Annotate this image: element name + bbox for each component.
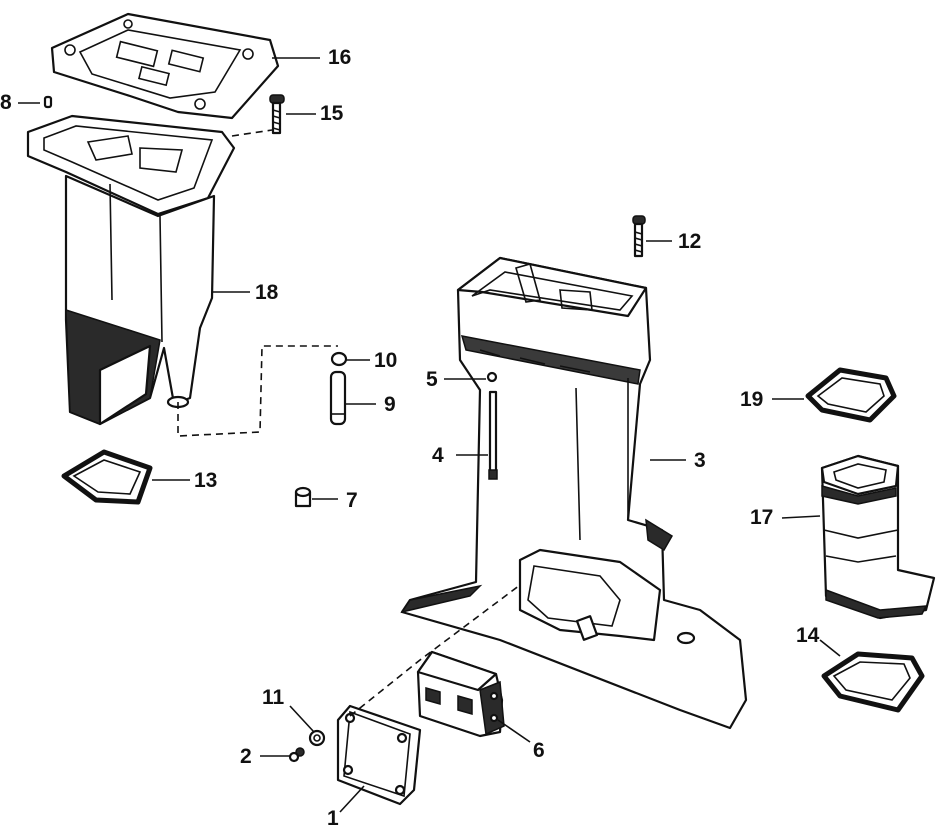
callout-labels: 16 15 8 18 10 9 7 13 12 5 4 3 19 17 14 1… bbox=[0, 46, 820, 825]
part-5-nut bbox=[486, 371, 498, 383]
part-2-screw bbox=[288, 747, 305, 763]
part-10-cap bbox=[330, 351, 348, 367]
callout-6: 6 bbox=[533, 739, 545, 762]
part-7-plug bbox=[294, 486, 312, 508]
callout-18: 18 bbox=[255, 281, 279, 304]
callout-3: 3 bbox=[694, 449, 706, 472]
callout-4: 4 bbox=[432, 444, 444, 467]
callout-13: 13 bbox=[194, 469, 217, 492]
part-4-stud bbox=[488, 390, 498, 480]
callout-16: 16 bbox=[328, 46, 351, 69]
part-19-gasket bbox=[805, 367, 897, 423]
part-12-bolt bbox=[632, 215, 646, 258]
callout-2: 2 bbox=[240, 745, 252, 768]
callout-1: 1 bbox=[327, 807, 339, 825]
part-15-bolt bbox=[269, 94, 285, 135]
callout-17: 17 bbox=[750, 506, 773, 529]
callout-9: 9 bbox=[384, 393, 396, 416]
part-11-washer bbox=[308, 729, 326, 747]
part-18-exhaust-housing bbox=[26, 114, 236, 426]
callout-8: 8 bbox=[0, 91, 12, 114]
part-9-tube bbox=[329, 370, 347, 426]
leader-lines bbox=[18, 57, 841, 813]
part-14-gasket bbox=[821, 651, 925, 713]
callout-5: 5 bbox=[426, 368, 438, 391]
part-6-bracket bbox=[416, 650, 505, 738]
callout-12: 12 bbox=[678, 230, 701, 253]
part-13-gasket bbox=[61, 449, 153, 505]
callout-10: 10 bbox=[374, 349, 397, 372]
part-8-pin bbox=[43, 95, 53, 109]
part-16-gasket bbox=[50, 12, 280, 120]
callout-7: 7 bbox=[346, 489, 358, 512]
part-1-cover bbox=[336, 704, 422, 806]
alignment-lines bbox=[177, 129, 521, 717]
callout-14: 14 bbox=[796, 624, 820, 647]
callout-11: 11 bbox=[262, 686, 285, 709]
callout-19: 19 bbox=[740, 388, 763, 411]
part-3-drive-shaft-housing bbox=[400, 256, 748, 730]
callout-15: 15 bbox=[320, 102, 344, 125]
part-17-adapter bbox=[820, 454, 936, 620]
